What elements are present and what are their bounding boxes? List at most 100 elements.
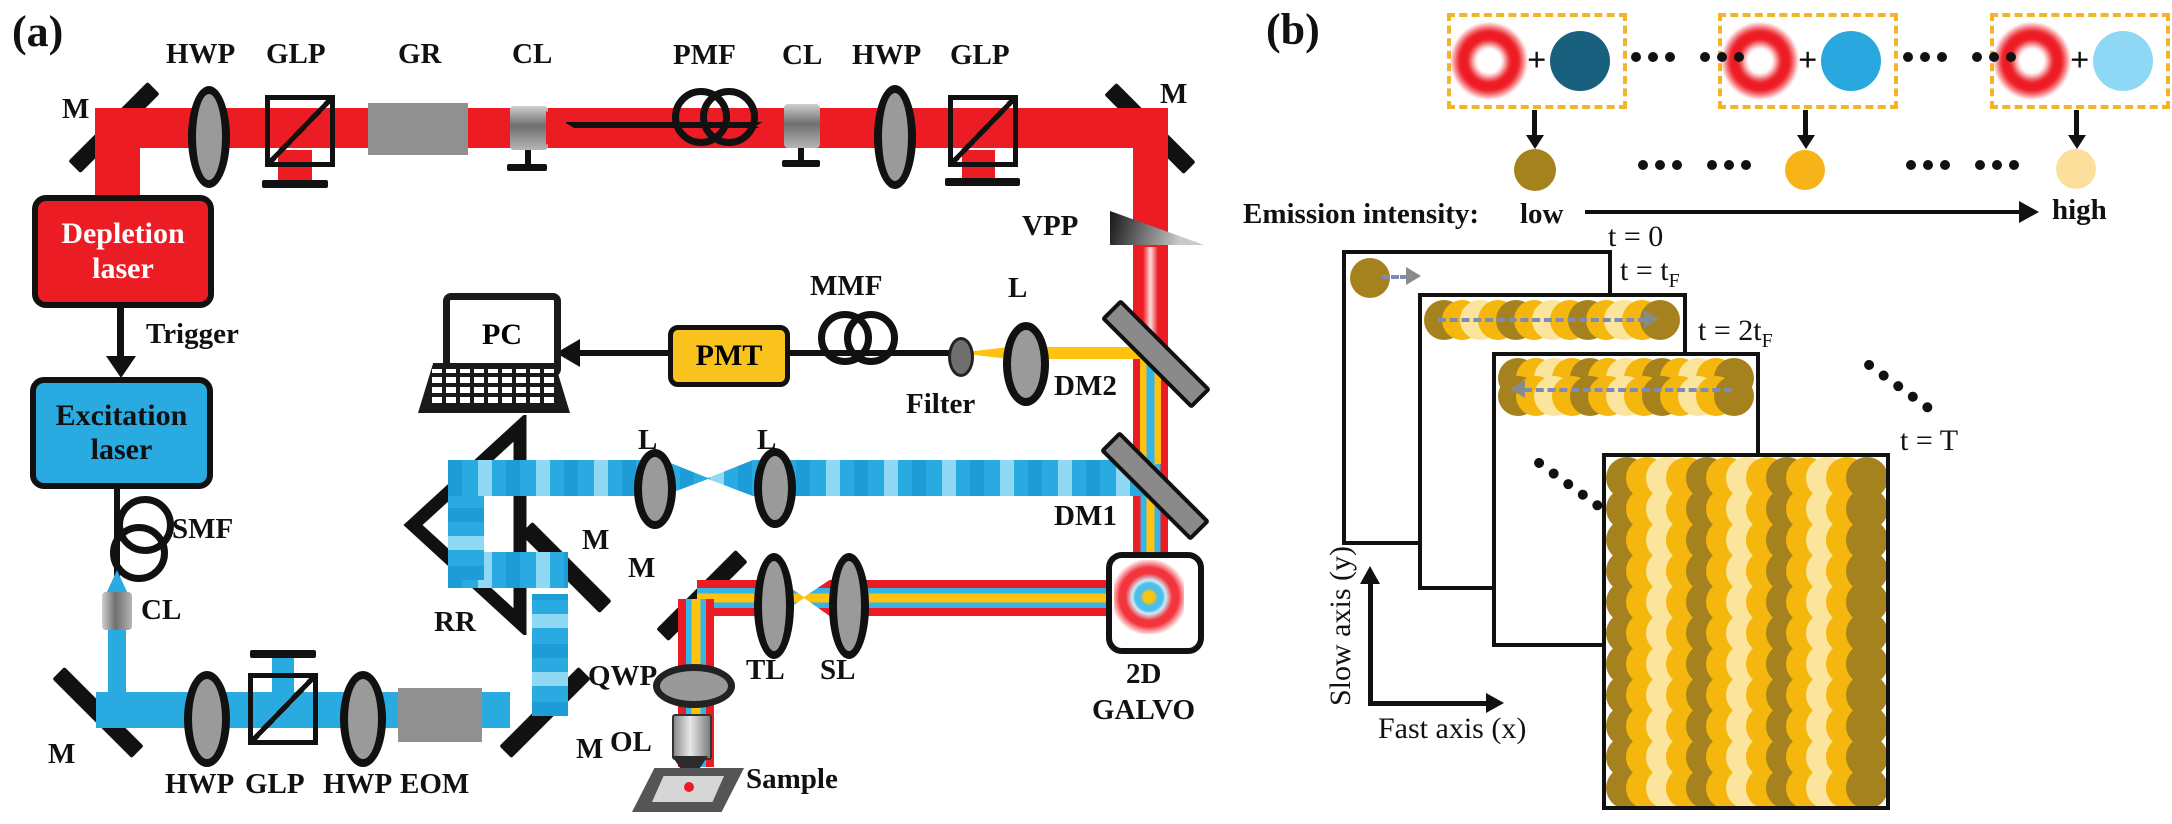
ellipsis-diagonal-dots bbox=[1532, 456, 1605, 513]
half-wave-plate-icon bbox=[340, 671, 386, 767]
cl-label: CL bbox=[141, 594, 182, 626]
sl-label: SL bbox=[820, 654, 856, 686]
plus-sign: + bbox=[1798, 42, 1818, 79]
polarizer-cube-icon bbox=[248, 673, 318, 745]
excitation-beam bbox=[532, 594, 568, 716]
ellipsis-dots bbox=[1906, 160, 2019, 170]
emission-dot-mid bbox=[1785, 150, 1825, 190]
pmt-box: PMT bbox=[668, 325, 790, 387]
donut-plus-fluorophore-box: + bbox=[1718, 13, 1898, 109]
quarter-wave-plate-icon bbox=[653, 664, 735, 708]
slow-axis-label: Slow axis (y) bbox=[1324, 546, 1357, 706]
dm2-label: DM2 bbox=[1054, 370, 1117, 402]
scan-direction-arrow bbox=[1438, 318, 1646, 322]
ellipsis-dots bbox=[1638, 160, 1751, 170]
focal-spot bbox=[684, 782, 694, 792]
sample-label: Sample bbox=[746, 763, 838, 795]
excitation-laser-line2: laser bbox=[90, 433, 153, 466]
hwp-label: HWP bbox=[165, 768, 235, 800]
half-wave-plate-icon bbox=[184, 671, 230, 767]
fluorophore-light-icon bbox=[2093, 31, 2154, 91]
scan-frame-T bbox=[1602, 453, 1890, 810]
eom-box-icon bbox=[398, 688, 482, 742]
excitation-laser-line1: Excitation bbox=[55, 398, 188, 432]
low-label: low bbox=[1520, 198, 1564, 230]
fiber-coil-icon bbox=[110, 524, 168, 582]
dm1-label: DM1 bbox=[1054, 500, 1117, 532]
arrowhead-icon bbox=[2019, 201, 2039, 223]
ellipsis-diagonal-dots bbox=[1862, 358, 1935, 415]
beam-focus bbox=[658, 458, 758, 498]
time-label-tf: t = tF bbox=[1620, 254, 1680, 292]
filter-label: Filter bbox=[906, 388, 976, 420]
hwp-label: HWP bbox=[852, 39, 922, 71]
glp-label: GLP bbox=[950, 39, 1010, 71]
post-base bbox=[782, 160, 820, 167]
fluorophore-dark-icon bbox=[1550, 31, 1611, 91]
lens-icon bbox=[634, 449, 676, 529]
lens-icon bbox=[754, 448, 796, 528]
galvo-label: 2D bbox=[1126, 658, 1162, 690]
post-base bbox=[507, 164, 547, 171]
filter-icon bbox=[948, 337, 974, 377]
qwp-label: QWP bbox=[588, 660, 658, 692]
high-label: high bbox=[2052, 194, 2107, 226]
lens-label: L bbox=[638, 424, 658, 456]
half-wave-plate-icon bbox=[874, 85, 916, 189]
polarizer-cube-icon bbox=[948, 95, 1018, 167]
fast-axis-label: Fast axis (x) bbox=[1378, 712, 1527, 745]
hwp-label: HWP bbox=[323, 768, 393, 800]
arrowhead-icon bbox=[1486, 693, 1504, 713]
eom-label: EOM bbox=[400, 768, 470, 800]
excitation-beam bbox=[448, 460, 1150, 496]
depletion-laser-box: Depletion laser bbox=[32, 195, 214, 308]
tube-lens-icon bbox=[754, 553, 794, 659]
down-arrow-icon bbox=[1526, 110, 1544, 150]
grating-box-icon bbox=[368, 103, 468, 155]
excitation-laser-box: Excitation laser bbox=[30, 377, 213, 489]
scan-direction-arrow bbox=[1382, 275, 1408, 279]
panel-a-tag: (a) bbox=[12, 7, 64, 56]
laptop-keys bbox=[432, 369, 556, 403]
down-arrow-icon bbox=[2068, 110, 2086, 150]
trigger-arrow bbox=[117, 306, 124, 358]
arrowhead-icon bbox=[1644, 310, 1659, 328]
mirror-label: M bbox=[62, 93, 90, 125]
emission-beam bbox=[1025, 347, 1140, 359]
emission-dot-low bbox=[1514, 149, 1556, 191]
mirror-label: M bbox=[48, 738, 76, 770]
ellipsis-dots bbox=[1903, 52, 2016, 62]
hwp-label: HWP bbox=[166, 38, 236, 70]
fiber-coil-icon bbox=[700, 88, 758, 146]
glp-label: GLP bbox=[266, 38, 326, 70]
beam-dump-icon bbox=[250, 650, 316, 658]
down-arrow-icon bbox=[1797, 110, 1815, 150]
fluorophore-mid-icon bbox=[1821, 31, 1882, 91]
mirror-label: M bbox=[1160, 78, 1188, 110]
mirror-label: M bbox=[628, 552, 656, 584]
cl-label: CL bbox=[512, 38, 553, 70]
lens-icon bbox=[1003, 322, 1049, 406]
objective-lens-icon bbox=[672, 714, 712, 760]
intensity-arrow bbox=[1585, 210, 2023, 214]
lens-label: L bbox=[1008, 272, 1028, 304]
arrowhead-icon bbox=[106, 356, 136, 378]
beam-dump-icon bbox=[945, 178, 1020, 186]
beam-dump-icon bbox=[262, 180, 328, 188]
post-icon bbox=[525, 150, 531, 166]
collimator-icon bbox=[510, 106, 548, 150]
glp-label: GLP bbox=[245, 768, 305, 800]
depletion-donut-icon bbox=[1451, 23, 1527, 99]
depletion-laser-line1: Depletion bbox=[61, 217, 185, 250]
donut-plus-fluorophore-box: + bbox=[1990, 13, 2170, 109]
smf-label: SMF bbox=[172, 513, 234, 545]
arrowhead-icon bbox=[1510, 380, 1525, 398]
collimator-icon bbox=[784, 104, 820, 148]
depletion-laser-line2: laser bbox=[92, 251, 154, 285]
cl-label: CL bbox=[782, 39, 823, 71]
time-label-2tf: t = 2tF bbox=[1698, 314, 1773, 352]
ellipsis-dots bbox=[1631, 52, 1744, 62]
fast-axis-line bbox=[1368, 701, 1490, 706]
scan-grid bbox=[1606, 457, 1886, 806]
